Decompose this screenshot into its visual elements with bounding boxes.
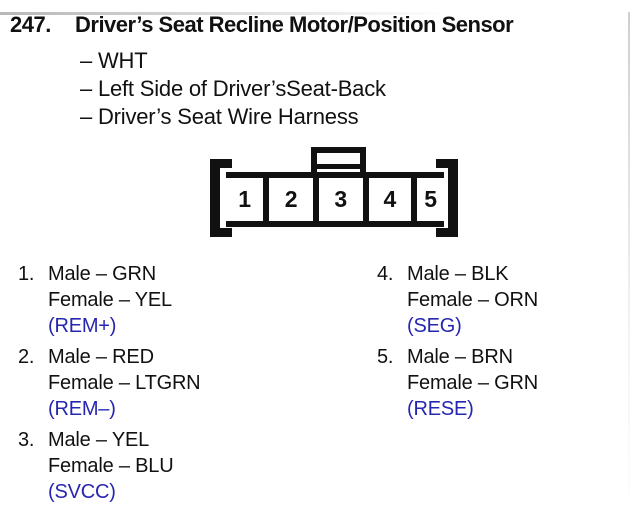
connector-details: – WHT – Left Side of Driver’sSeat-Back –… [80, 47, 630, 131]
pin-female-wire: Female – GRN [407, 372, 538, 394]
pin-signal: (SVCC) [48, 481, 116, 503]
connector-diagram: 1 2 3 4 5 [0, 140, 630, 245]
page-title: Driver’s Seat Recline Motor/Position Sen… [75, 12, 514, 37]
connector-pin-number: 1 [238, 186, 252, 212]
detail-location: – Left Side of Driver’sSeat-Back [80, 76, 386, 101]
pin-male-wire: Male – BRN [407, 346, 513, 368]
connector-right-flange [436, 159, 458, 237]
pin-list-left-column: 1. Male – GRN Female – YEL (REM+) 2. Mal… [18, 261, 377, 510]
connector-pin-number: 4 [383, 186, 397, 212]
pin-male-wire: Male – RED [48, 346, 154, 368]
pin-male-wire: Male – BLK [407, 263, 509, 285]
connector-latch-line [317, 164, 360, 169]
pin-male-wire: Male – GRN [48, 263, 157, 285]
section-number: 247. [10, 12, 51, 37]
pin-signal: (REM+) [48, 315, 117, 337]
pin-number: 5. [377, 346, 394, 368]
connector-pin-cell-3: 3 [319, 178, 369, 221]
pin-item-5: 5. Male – BRN Female – GRN (RESE) [377, 344, 538, 422]
pin-item-3: 3. Male – YEL Female – BLU (SVCC) [18, 427, 377, 505]
pin-item-2: 2. Male – RED Female – LTGRN (REM–) [18, 344, 377, 422]
pin-male-wire: Male – YEL [48, 429, 150, 451]
section-title-row: 247. Driver’s Seat Recline Motor/Positio… [10, 12, 630, 38]
connector-pin-number: 5 [424, 186, 438, 212]
pin-female-wire: Female – ORN [407, 289, 538, 311]
pin-signal: (REM–) [48, 398, 116, 420]
detail-harness: – Driver’s Seat Wire Harness [80, 104, 359, 129]
pin-item-1: 1. Male – GRN Female – YEL (REM+) [18, 261, 377, 339]
pin-female-wire: Female – BLU [48, 455, 174, 477]
pin-female-wire: Female – LTGRN [48, 372, 201, 394]
connector-pin-cell-2: 2 [269, 178, 319, 221]
scan-artifact-right [628, 12, 630, 522]
pin-number: 3. [18, 429, 35, 451]
connector-latch-tab [311, 147, 366, 172]
connector-body: 1 2 3 4 5 [226, 172, 444, 227]
pin-description-list: 1. Male – GRN Female – YEL (REM+) 2. Mal… [0, 261, 630, 510]
pin-number: 2. [18, 346, 35, 368]
pin-item-4: 4. Male – BLK Female – ORN (SEG) [377, 261, 538, 339]
pin-signal: (RESE) [407, 398, 474, 420]
detail-wire-color: – WHT [80, 48, 148, 73]
connector-pin-cell-4: 4 [369, 178, 418, 221]
connector-pin-cell-1: 1 [226, 178, 270, 221]
pin-signal: (SEG) [407, 315, 462, 337]
connector-pin-number: 2 [284, 186, 298, 212]
pin-number: 1. [18, 263, 35, 285]
connector-pin-number: 3 [334, 186, 348, 212]
connector-pin-cell-5: 5 [417, 178, 444, 221]
pin-list-right-column: 4. Male – BLK Female – ORN (SEG) 5. Male… [377, 261, 538, 510]
connector-left-flange [210, 159, 232, 237]
scan-artifact-top [0, 12, 450, 15]
pin-female-wire: Female – YEL [48, 289, 172, 311]
pin-number: 4. [377, 263, 394, 285]
